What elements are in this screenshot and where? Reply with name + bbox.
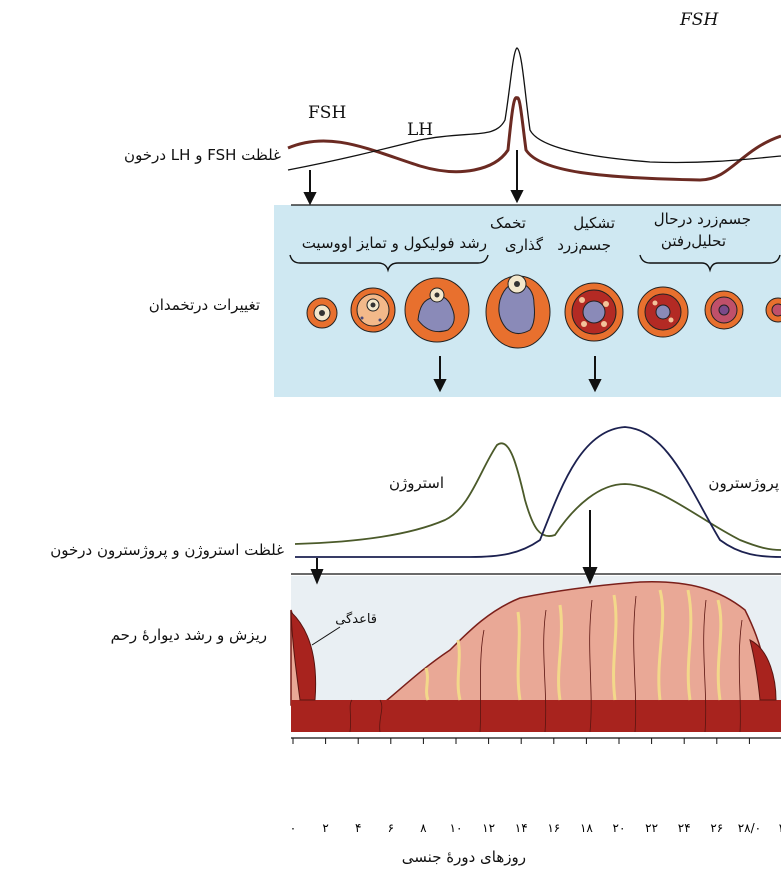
- basal-pointer: [311, 626, 341, 646]
- corpus-degen-label-2: تحلیل‌رفتن: [660, 232, 726, 250]
- basal-layer-label: قاعدگی: [335, 612, 377, 627]
- top-arrows: [303, 150, 524, 206]
- lh-curve: [287, 47, 781, 171]
- fsh-curve: [287, 96, 781, 182]
- corpus-degen-label-1: جسم‌زرد درحال: [653, 210, 751, 228]
- corner-fsh-label: FSH: [680, 10, 719, 30]
- ovary-arrows: [433, 356, 602, 393]
- x-tick-label: ۱۶: [547, 821, 560, 835]
- progesterone-curve: [295, 426, 781, 558]
- x-tick-label: ۸: [420, 821, 427, 835]
- fsh-curve-label: FSH: [308, 103, 347, 123]
- ovulation-label-1: تخمک: [490, 214, 526, 232]
- follicle-growth-label: رشد فولیکول و تمایز اووسیت: [301, 234, 487, 252]
- x-tick-label: ۲۸/۰: [738, 821, 761, 835]
- x-tick-label: ۴: [355, 821, 361, 835]
- x-tick-label: ۱۰: [450, 821, 463, 835]
- follicle-stage-1: [306, 297, 338, 329]
- x-tick-label: ۱۸: [580, 821, 593, 835]
- follicle-ovulation: [485, 274, 551, 349]
- x-tick-label: ۱۴: [515, 821, 528, 835]
- progesterone-curve-label: پروژسترون: [708, 474, 779, 492]
- x-tick-label: ۲۴: [678, 821, 691, 835]
- uterus-wall-label: ریزش و رشد دیوارهٔ رحم: [110, 626, 267, 644]
- corpus-luteum-forming: [564, 282, 624, 342]
- x-tick-label: ۲۶: [710, 821, 723, 835]
- corpus-form-label-1: تشکیل: [573, 214, 615, 232]
- x-tick-label: ۰: [290, 821, 296, 835]
- corpus-luteum-2: [704, 290, 744, 330]
- x-tick-label: ۲: [322, 821, 328, 835]
- corpus-form-label-2: جسم‌زرد: [557, 236, 611, 254]
- x-tick-label: ۲۲: [645, 821, 658, 835]
- corpus-luteum-1: [637, 286, 689, 338]
- mid-arrows: [310, 510, 598, 585]
- ovulation-label-2: گذاری: [504, 236, 543, 254]
- x-axis-title: روزهای دورهٔ جنسی: [401, 848, 526, 866]
- lh-curve-label: LH: [407, 120, 434, 140]
- corpus-luteum-3: [765, 297, 781, 323]
- follicle-brace: [289, 254, 489, 273]
- ovary-changes-label: تغییرات درتخمدان: [148, 296, 260, 314]
- estrogen-curve: [294, 442, 781, 551]
- estrogen-curve-label: استروژن: [388, 474, 444, 492]
- x-tick-label: ۶: [388, 821, 394, 835]
- blood-estrogen-progesterone-label: غلظت استروژن و پروژسترون درخون: [50, 541, 284, 559]
- follicle-stage-3: [404, 277, 470, 343]
- blood-fsh-lh-label: غلظت FSH و LH درخون: [124, 146, 281, 164]
- follicle-stage-2: [350, 287, 396, 333]
- x-tick-label: ۲: [779, 821, 781, 835]
- uterus-lining: [290, 581, 781, 733]
- corpus-degen-brace: [639, 254, 781, 273]
- x-tick-label: ۱۲: [482, 821, 495, 835]
- x-tick-label: ۲۰: [613, 821, 626, 835]
